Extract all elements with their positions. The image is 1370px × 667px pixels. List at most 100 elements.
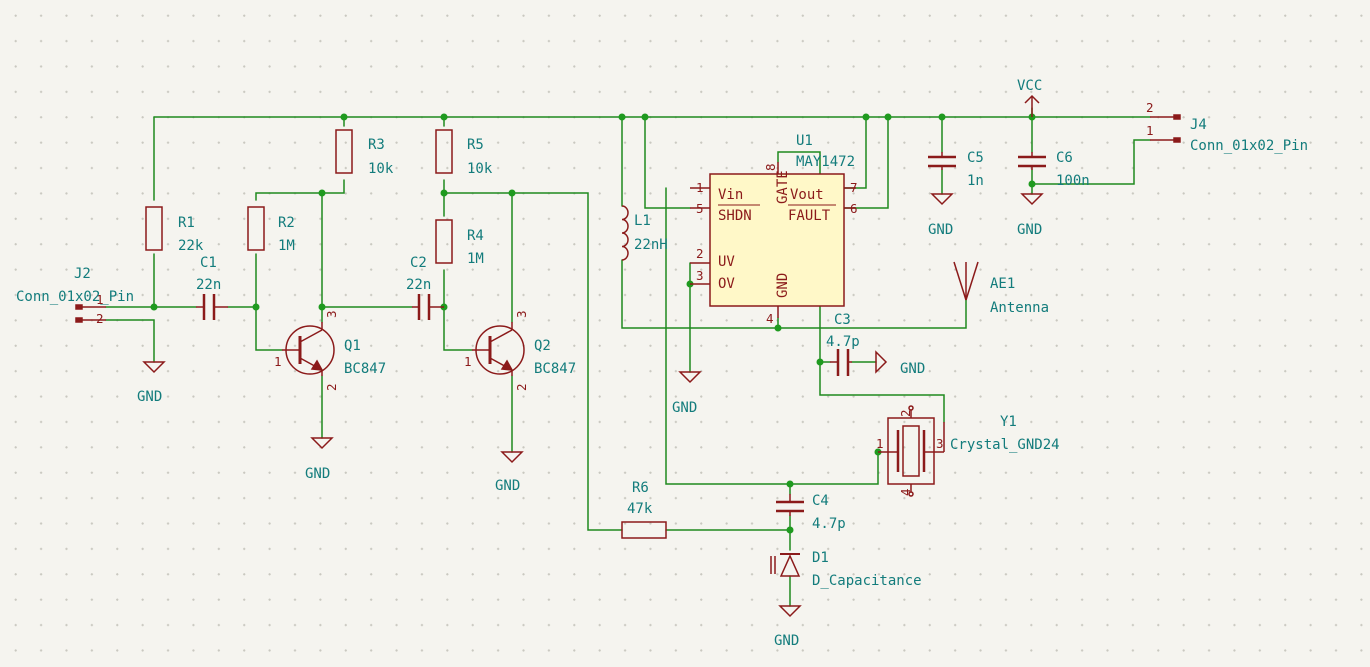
u1-pin-name-shdn: SHDN: [718, 208, 752, 224]
c5-value: 1n: [967, 173, 984, 189]
wire-u1-fault: [843, 116, 889, 209]
gnd-symbol-u1-uv: GND: [672, 371, 702, 416]
resistor-r1[interactable]: R1 22k: [145, 206, 204, 254]
capacitor-c6[interactable]: C6 100n: [1018, 150, 1090, 189]
junction-dot: [440, 113, 448, 121]
q2-pin3-number: 3: [514, 310, 529, 318]
gnd-symbol-q1: GND: [305, 437, 334, 482]
r6-value: 47k: [627, 501, 653, 517]
j4-pin1-number: 1: [1146, 123, 1154, 138]
resistor-r6[interactable]: R6 47k: [621, 480, 667, 539]
transistor-q1[interactable]: 1 2 3 Q1 BC847: [274, 310, 386, 391]
r2-value: 1M: [278, 238, 295, 254]
c6-ref: C6: [1056, 150, 1073, 166]
j2-pin1-number: 1: [96, 292, 104, 307]
y1-pin4-number: 4: [898, 488, 913, 496]
u1-pin8-number: 8: [763, 163, 778, 171]
junction-dot: [150, 303, 158, 311]
d1-ref: D1: [812, 550, 829, 566]
junction-dot: [318, 189, 326, 197]
gnd-label: GND: [900, 361, 925, 377]
junction-dot: [641, 113, 649, 121]
u1-pin3-number: 3: [696, 268, 704, 283]
junction-dot: [318, 303, 326, 311]
gnd-symbol-c5: GND: [928, 193, 954, 238]
junction-dot: [340, 113, 348, 121]
capacitor-c4[interactable]: C4 4.7p: [776, 493, 846, 532]
c1-value: 22n: [196, 277, 221, 293]
r4-ref: R4: [467, 228, 484, 244]
wires: [105, 107, 1151, 607]
c6-value: 100n: [1056, 173, 1090, 189]
wire-u1-shdn: [644, 116, 691, 209]
u1-pin-name-gate: GATE: [775, 170, 791, 204]
junction-dot: [786, 526, 794, 534]
r4-value: 1M: [467, 251, 484, 267]
gnd-symbol-j2: GND: [137, 361, 166, 405]
capacitor-c1[interactable]: C1 22n: [196, 255, 228, 320]
c2-value: 22n: [406, 277, 431, 293]
junction-dot: [774, 324, 782, 332]
gnd-symbol-c6: GND: [1017, 193, 1044, 238]
wire-l1-antenna: [621, 259, 967, 329]
u1-pin1-number: 1: [696, 180, 704, 195]
junction-dot: [862, 113, 870, 121]
gnd-symbol-d1: GND: [774, 605, 802, 649]
y1-pin1-number: 1: [876, 436, 884, 451]
crystal-y1[interactable]: 1 2 3 4 Y1 Crystal_GND24: [876, 405, 1060, 497]
ic-u1[interactable]: 1 5 2 3 8 4 7 6 Vin SHDN UV OV GATE GND …: [690, 133, 858, 326]
resistor-r3[interactable]: R3 10k: [335, 129, 394, 177]
u1-pin-name-vin: Vin: [718, 187, 743, 203]
junction-dot: [618, 113, 626, 121]
connector-j4[interactable]: 2 1 J4 Conn_01x02_Pin: [1146, 100, 1308, 154]
u1-pin5-number: 5: [696, 201, 704, 216]
antenna-ae1[interactable]: AE1 Antenna: [953, 261, 1049, 316]
diode-d1[interactable]: D1 D_Capacitance: [770, 550, 922, 589]
u1-pin7-number: 7: [850, 180, 858, 195]
r1-ref: R1: [178, 215, 195, 231]
q2-pin1-number: 1: [464, 354, 472, 369]
resistor-r2[interactable]: R2 1M: [247, 206, 295, 254]
j2-ref: J2: [74, 266, 91, 282]
wire-r2-r3: [255, 179, 345, 201]
q1-value: BC847: [344, 361, 386, 377]
gnd-symbol-c3: GND: [875, 350, 925, 377]
j2-value: Conn_01x02_Pin: [16, 289, 134, 305]
wire-j2-gnd: [105, 319, 155, 363]
j4-ref: J4: [1190, 117, 1207, 133]
u1-pin-name-vout: Vout: [790, 187, 824, 203]
y1-ref: Y1: [1000, 414, 1017, 430]
r5-value: 10k: [467, 161, 493, 177]
l1-value: 22nH: [634, 237, 668, 253]
u1-value: MAY1472: [796, 154, 855, 170]
capacitor-c5[interactable]: C5 1n: [928, 150, 984, 189]
vcc-symbol: VCC: [1017, 78, 1042, 117]
resistor-r4[interactable]: R4 1M: [435, 219, 484, 267]
q1-pin2-number: 2: [324, 383, 339, 391]
q2-value: BC847: [534, 361, 576, 377]
c3-ref: C3: [834, 312, 851, 328]
q1-pin1-number: 1: [274, 354, 282, 369]
gnd-label: GND: [928, 222, 953, 238]
r3-ref: R3: [368, 137, 385, 153]
junction-dot: [508, 189, 516, 197]
c2-ref: C2: [410, 255, 427, 271]
u1-pin6-number: 6: [850, 201, 858, 216]
resistor-r5[interactable]: R5 10k: [435, 129, 493, 177]
r2-ref: R2: [278, 215, 295, 231]
connector-j2[interactable]: 1 2 J2 Conn_01x02_Pin: [16, 266, 134, 326]
junction-dot: [884, 113, 892, 121]
q2-pin2-number: 2: [514, 383, 529, 391]
inductor-l1[interactable]: L1 22nH: [621, 205, 668, 261]
c5-ref: C5: [967, 150, 984, 166]
junction-dot: [938, 113, 946, 121]
u1-pin-name-uv: UV: [718, 254, 735, 270]
d1-value: D_Capacitance: [812, 573, 922, 589]
j4-pin2-number: 2: [1146, 100, 1154, 115]
y1-pin2-number: 2: [898, 409, 913, 417]
transistor-q2[interactable]: 1 2 3 Q2 BC847: [464, 310, 576, 391]
capacitor-c2[interactable]: C2 22n: [406, 255, 444, 320]
u1-pin-name-fault: FAULT: [788, 208, 831, 224]
capacitor-c3[interactable]: C3 4.7p: [826, 312, 860, 376]
